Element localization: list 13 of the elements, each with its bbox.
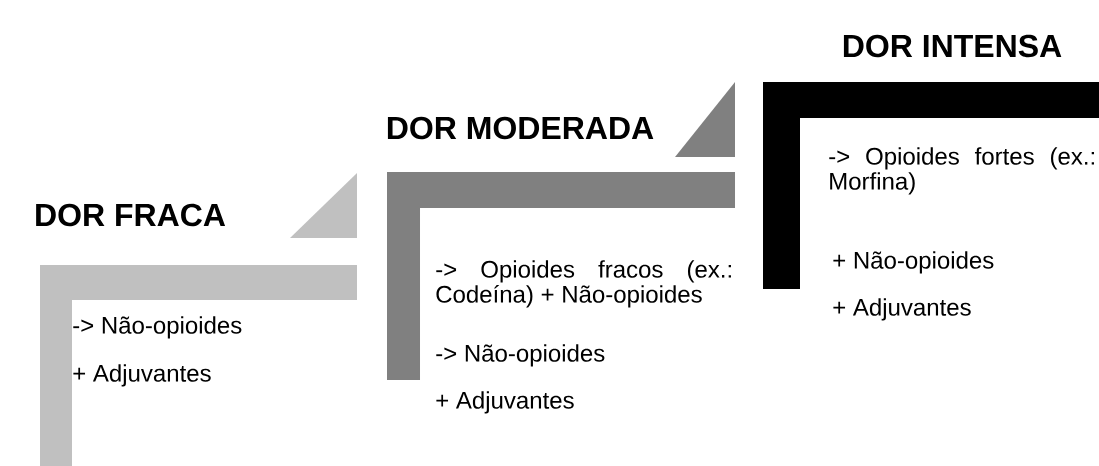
step-text: -> Não-opioides [436, 344, 605, 367]
step-text: + Adjuvantes [833, 298, 971, 321]
step-text: + Adjuvantes [436, 391, 574, 414]
step-heading: DOR INTENSA [843, 34, 1062, 58]
step-drawing [387, 82, 735, 380]
step-text: -> Não-opioides [73, 316, 242, 339]
step-heading: DOR MODERADA [387, 116, 654, 140]
step-text: + Não-opioides [833, 251, 994, 274]
step-text: -> Opioides fracos (ex.: Codeína) + Não-opioides [436, 260, 731, 308]
step-heading: DOR FRACA [36, 203, 226, 227]
step-text: -> Opioides fortes (ex.: Morfina) [829, 147, 1094, 195]
step-text: + Adjuvantes [73, 364, 211, 387]
step-drawing [763, 82, 1099, 289]
